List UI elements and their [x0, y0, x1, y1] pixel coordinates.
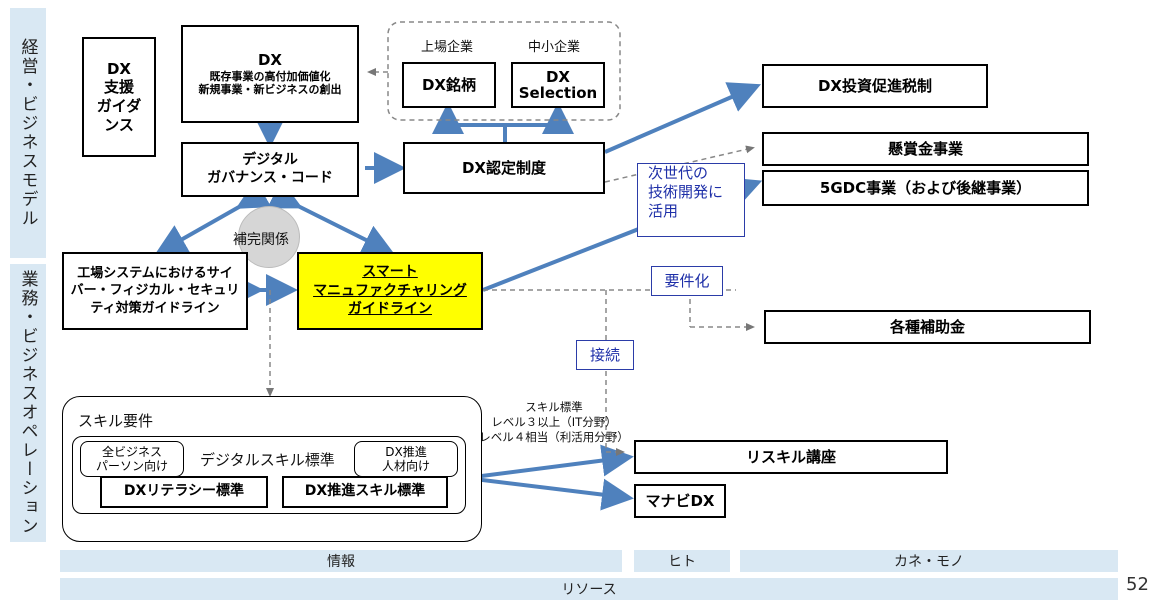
page-number: 52 — [1126, 574, 1149, 595]
subsidy-box: 各種補助金 — [764, 310, 1091, 344]
resource-people-bar: ヒト — [634, 550, 730, 572]
requirement-label: 要件化 — [651, 266, 723, 296]
side-label-operation: 業務・ビジネスオペレーション — [10, 264, 46, 542]
arrow-governance-smart — [266, 179, 395, 255]
dx-literacy-standard-box: DXリテラシー標準 — [100, 476, 268, 508]
digital-governance-code-box: デジタル ガバナンス・コード — [181, 142, 359, 197]
dx-guidance-box: DX 支援 ガイダ ンス — [82, 37, 156, 157]
dx-selection-box: DX Selection — [511, 62, 605, 108]
arrow-governance-factory — [154, 179, 272, 255]
arrow-skill-to-manabi — [465, 476, 634, 511]
all-business-person-box: 全ビジネス パーソン向け — [80, 441, 184, 477]
sme-label: 中小企業 — [528, 40, 581, 55]
manabi-dx-box: マナビDX — [634, 484, 726, 518]
arrow-skill-to-reskill — [465, 444, 634, 480]
factory-security-guideline-box: 工場システムにおけるサイ バー・フィジカル・セキュリ ティ対策ガイドライン — [62, 252, 248, 330]
dx-brand-box: DX銘柄 — [402, 62, 496, 108]
resource-info-bar: 情報 — [60, 550, 622, 572]
resource-money-bar: カネ・モノ — [740, 550, 1118, 572]
complement-label: 補完関係 — [233, 232, 289, 248]
side-label-management: 経営・ビジネスモデル — [10, 8, 46, 258]
next-gen-tech-label: 次世代の 技術開発に 活用 — [637, 163, 745, 237]
prize-project-box: 懸賞金事業 — [762, 132, 1089, 166]
dx-promotion-skill-standard-box: DX推進スキル標準 — [282, 476, 448, 508]
reskill-course-box: リスキル講座 — [634, 440, 948, 474]
dx-strategy-box: DX 既存事業の高付加価値化 新規事業・新ビジネスの創出 — [181, 25, 359, 123]
resource-bar: リソース — [60, 578, 1118, 600]
connection-label: 接続 — [576, 340, 634, 370]
arrow-cert-to-tax — [604, 82, 762, 154]
dx-certification-box: DX認定制度 — [403, 142, 605, 194]
listed-sme-group-frame — [387, 21, 621, 121]
dx-promotion-talent-box: DX推進 人材向け — [354, 441, 458, 477]
dx-tax-box: DX投資促進税制 — [762, 64, 988, 108]
smart-manufacturing-guideline-box: スマート マニュファクチャリング ガイドライン — [297, 252, 483, 330]
digital-skill-standard-label: デジタルスキル標準 — [200, 451, 335, 469]
skill-requirement-title: スキル要件 — [78, 412, 154, 430]
complement-circle — [238, 206, 300, 268]
skill-standard-note: スキル標準 レベル３以上（IT分野） レベル４相当（利活用分野） — [479, 400, 629, 444]
5gdc-project-box: 5GDC事業（および後継事業） — [762, 170, 1089, 206]
listed-company-label: 上場企業 — [421, 40, 474, 55]
